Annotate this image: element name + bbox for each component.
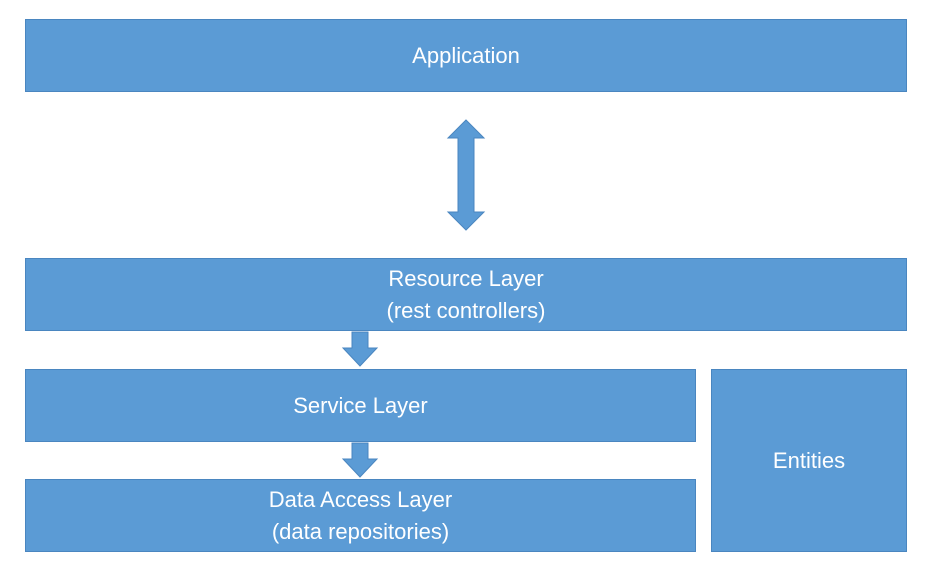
- resource-layer-box: Resource Layer (rest controllers): [25, 258, 907, 331]
- service-layer-label: Service Layer: [293, 392, 428, 418]
- bidirectional-arrow-icon: [446, 119, 486, 231]
- data-access-layer-subtitle: (data repositories): [271, 518, 450, 544]
- application-box: Application: [25, 19, 907, 92]
- service-layer-box: Service Layer: [25, 369, 696, 442]
- application-label: Application: [412, 42, 520, 68]
- down-arrow-icon: [341, 442, 379, 478]
- entities-label: Entities: [772, 447, 846, 473]
- down-arrow-icon: [341, 331, 379, 367]
- data-access-layer-title: Data Access Layer: [268, 486, 453, 512]
- resource-layer-title: Resource Layer: [388, 265, 544, 291]
- data-access-layer-box: Data Access Layer (data repositories): [25, 479, 696, 552]
- entities-box: Entities: [711, 369, 907, 552]
- resource-layer-subtitle: (rest controllers): [386, 297, 546, 323]
